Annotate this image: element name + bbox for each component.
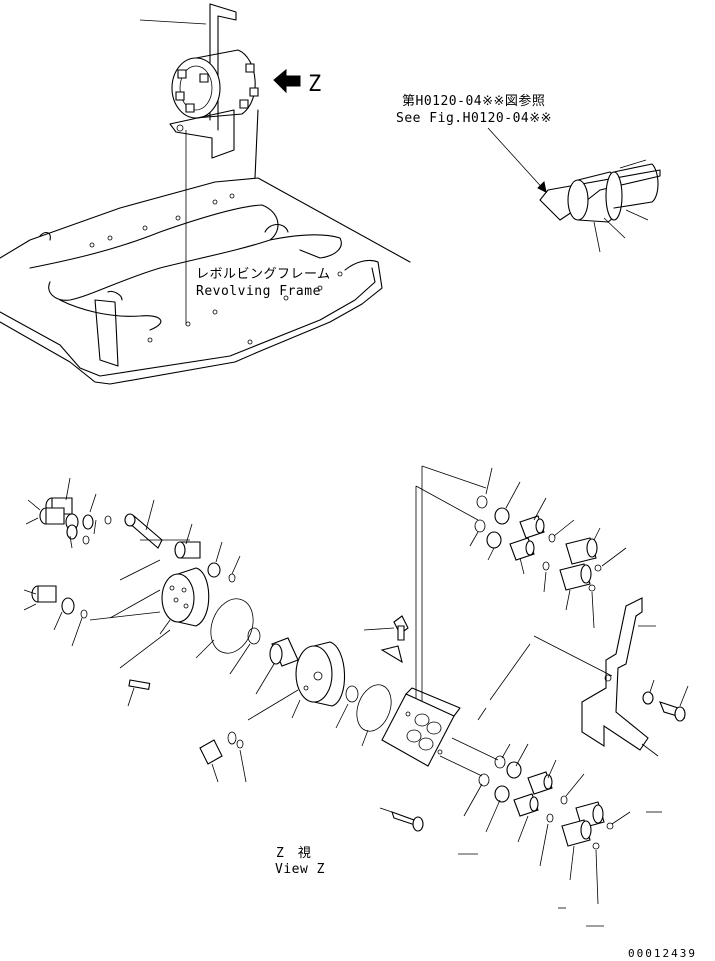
exploded-right-parts	[364, 466, 688, 926]
drawing-number: 00012439	[628, 947, 697, 960]
revolving-frame-assembly	[0, 4, 410, 384]
reference-label-english: See Fig.H0120-04※※	[396, 111, 553, 126]
view-z-label-english: View Z	[275, 862, 325, 877]
exploded-left-parts	[24, 478, 397, 782]
view-z-label-japanese: Z 視	[276, 846, 312, 861]
revolving-frame-label-japanese: レボルビングフレーム	[196, 267, 331, 282]
revolving-frame-label-english: Revolving Frame	[196, 284, 321, 299]
reference-label-japanese: 第H0120-04※※図参照	[402, 94, 546, 109]
reference-detail	[488, 128, 660, 252]
view-z-arrow-label: Z	[308, 72, 322, 97]
